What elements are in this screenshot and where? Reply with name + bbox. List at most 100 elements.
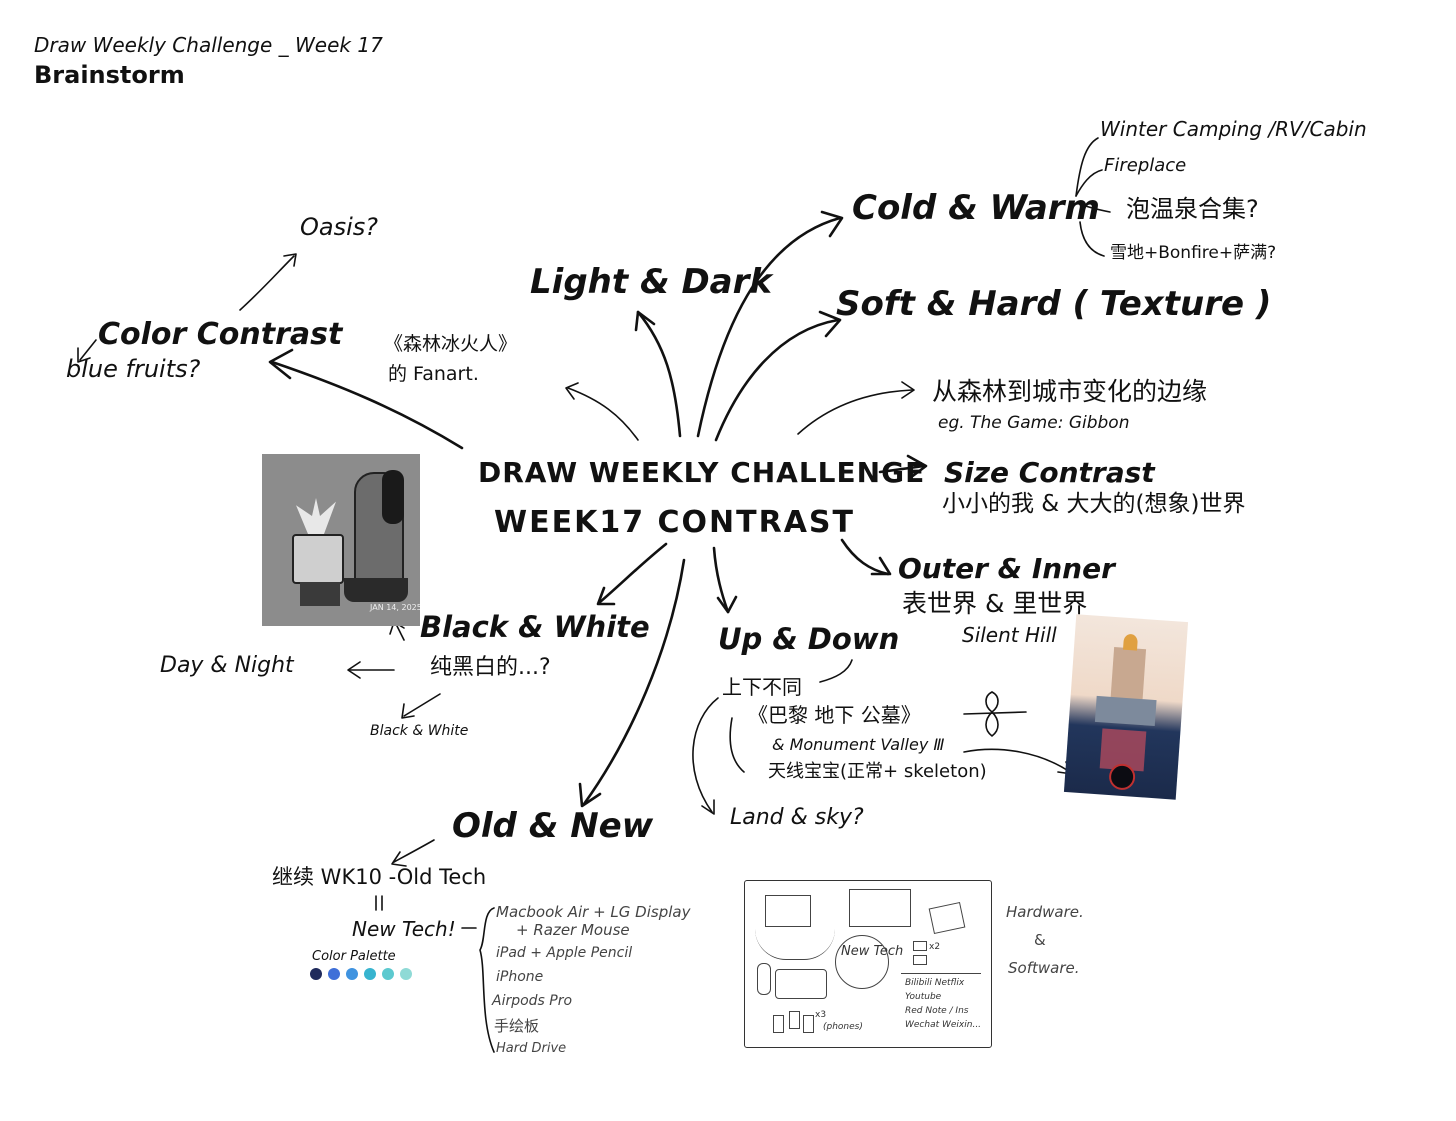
center-title-line1: DRAW WEEKLY CHALLENGE [478,456,926,489]
arrow-to-soft-hard [714,318,840,442]
arrowhead-oasis [283,253,297,267]
cold-warm-title: Cold & Warm [852,188,1100,228]
swatch-5 [382,968,394,980]
forest-city-line2: eg. The Game: Gibbon [938,413,1130,433]
device-sketch [757,963,771,995]
software-label: Software. [1008,959,1080,977]
hair-shape [382,470,404,524]
tech-list-item-6: 手绘板 [494,1017,540,1035]
app-line-3: Red Note / Ins [905,1006,969,1016]
app-line-1: Bilibili Netflix [905,978,965,988]
arrow-to-cold-warm [696,216,842,438]
new-tech-label: New Tech! [352,917,456,941]
color-contrast-title: Color Contrast [98,317,343,352]
tower-block [1094,695,1157,727]
pot-shape [292,534,344,584]
small-box-sketch-1 [913,941,927,951]
tech-list-item-5: Airpods Pro [492,993,573,1009]
tech-list-item-3: iPad + Apple Pencil [496,945,633,961]
swatch-4 [364,968,376,980]
monitor-sketch-1 [765,895,811,927]
stool-shape [300,582,340,606]
swatch-2 [328,968,340,980]
dark-orb [1108,763,1136,791]
size-contrast-title: Size Contrast [944,456,1155,489]
steam-shape [296,498,336,534]
cold-warm-item-onsen: 泡温泉合集? [1126,195,1259,223]
center-title-line2: WEEK17 CONTRAST [494,505,855,540]
tech-list-item-7: Hard Drive [496,1041,567,1056]
up-down-title: Up & Down [718,622,900,656]
cable-sketch [755,929,835,960]
arrowhead-on-wk10 [391,851,407,867]
day-night-note: Day & Night [160,653,294,678]
arrowhead-cold-warm [820,210,844,238]
arrowhead-outer-inner [870,556,892,576]
color-contrast-note: blue fruits? [66,355,201,383]
arrowhead-ud-land [701,799,715,815]
cold-warm-item-fireplace: Fireplace [1104,155,1187,176]
swatch-3 [346,968,358,980]
arrowhead-old-new [578,782,602,808]
black-white-title: Black & White [420,610,650,644]
phones-count: x3 [815,1010,827,1020]
tech-list-item-2: + Razer Mouse [516,921,630,939]
color-palette-label: Color Palette [312,949,396,964]
black-white-small-note: Black & White [370,723,469,739]
arrow-cw-snow [1079,221,1105,257]
bubble-label: New Tech [841,944,904,959]
arrow-ud-tele [729,717,745,773]
arrow-cw-winter [1075,137,1099,197]
up-down-line5: Land & sky? [730,805,864,830]
arrow-to-light-dark [636,310,682,438]
arrow-to-outer-inner [840,538,890,576]
bracket-on-list [479,907,495,1053]
arrow-to-black-white [598,542,668,604]
up-down-line3: & Monument Valley Ⅲ [772,735,945,754]
monument-valley-image [1063,614,1189,800]
phone-sketch-3 [803,1015,814,1033]
outer-inner-title: Outer & Inner [898,552,1115,585]
arrowhead-up-down [716,595,738,614]
monitor-sketch-2 [849,889,911,927]
phone-sketch-1 [773,1015,784,1033]
arrow-cw-onsen [1079,203,1111,213]
up-down-line4: 天线宝宝(正常+ skeleton) [768,761,987,782]
desk-sketch-box: New Tech x3 (phones) x2 Bilibili Netflix… [744,880,992,1048]
fanart-line1: 《森林冰火人》 [384,333,518,355]
swatch-1 [310,968,322,980]
color-palette-swatches [310,968,420,982]
arrow-to-fanart [567,387,639,441]
black-white-note: 纯黑白的...? [430,655,551,680]
up-down-line2: 《巴黎 地下 公墓》 [748,703,921,727]
page-title: Brainstorm [34,61,185,89]
tech-list-item-1: Macbook Air + LG Display [496,903,691,921]
oasis-note: Oasis? [300,213,379,241]
outer-inner-note: 表世界 & 里世界 [902,589,1088,618]
box-count: x2 [929,942,941,952]
app-line-2: Youtube [905,992,942,1002]
up-down-line1: 上下不同 [722,675,802,699]
arrow-bw-small [403,693,441,717]
arrowhead-black-white [596,586,616,606]
swatch-6 [400,968,412,980]
monitor-sketch-3 [928,901,966,935]
old-new-title: Old & New [452,806,654,846]
arrow-to-old-new [582,558,686,806]
old-new-line1: 继续 WK10 -Old Tech [272,865,487,889]
arrowhead-size-contrast [906,454,928,480]
arrow-to-up-down [712,546,730,614]
cold-warm-item-snow: 雪地+Bonfire+萨满? [1110,243,1277,263]
tech-list-item-4: iPhone [496,969,544,985]
arrowhead-blue-fruits [77,347,91,363]
apps-divider [901,973,981,974]
tower-dome [1122,633,1139,651]
arrow-ud-strike [963,711,1027,715]
small-box-sketch-2 [913,955,927,965]
arrowhead-bw-small [401,703,415,719]
phone-sketch-2 [789,1011,800,1029]
keyboard-sketch [775,969,827,999]
arrowhead-light-dark [634,310,656,332]
arrow-cw-fireplace [1075,169,1103,197]
